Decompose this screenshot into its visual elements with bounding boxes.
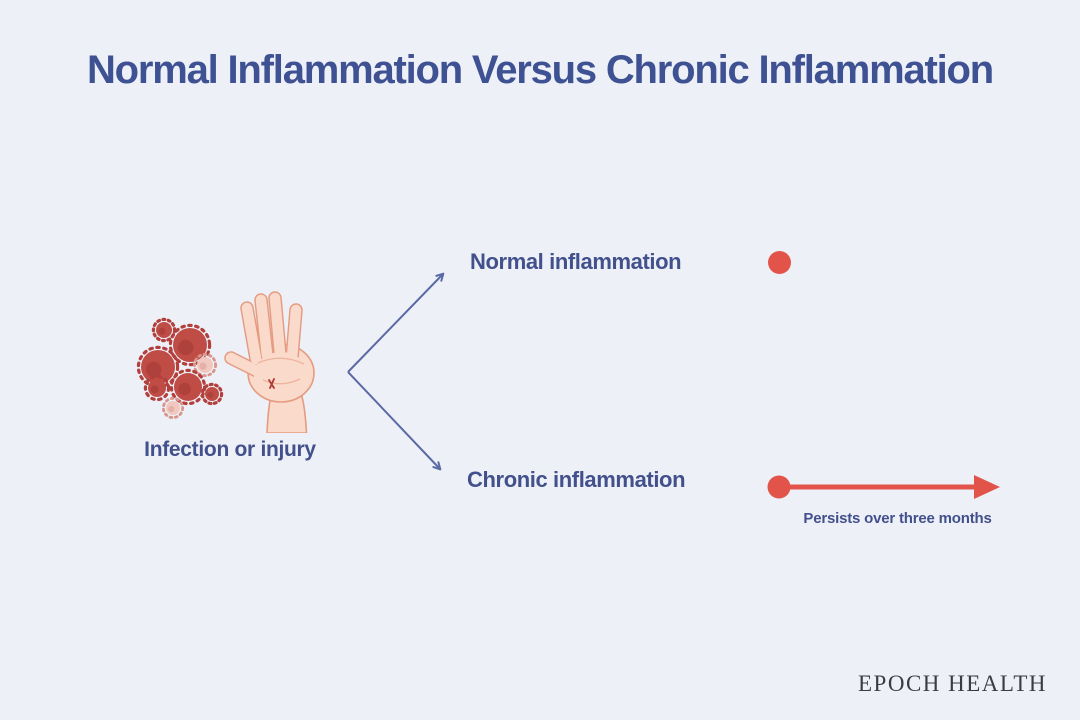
virus-cluster-icon [136,317,224,420]
epoch-health-logo: EPOCH HEALTH [858,671,1048,696]
wound-icon [268,378,275,389]
hand-icon [224,291,315,433]
infection-illustration [136,291,315,433]
page-title: Normal Inflammation Versus Chronic Infla… [86,48,994,92]
persists-annotation: Persists over three months [803,510,992,527]
branch-arrows-icon [347,272,445,471]
chronic-duration-arrow-icon [767,475,1000,499]
cause-label: Infection or injury [144,438,316,461]
normal-duration-dot-icon [768,251,791,274]
branch-label-chronic: Chronic inflammation [467,467,686,492]
branch-label-normal: Normal inflammation [470,249,682,274]
